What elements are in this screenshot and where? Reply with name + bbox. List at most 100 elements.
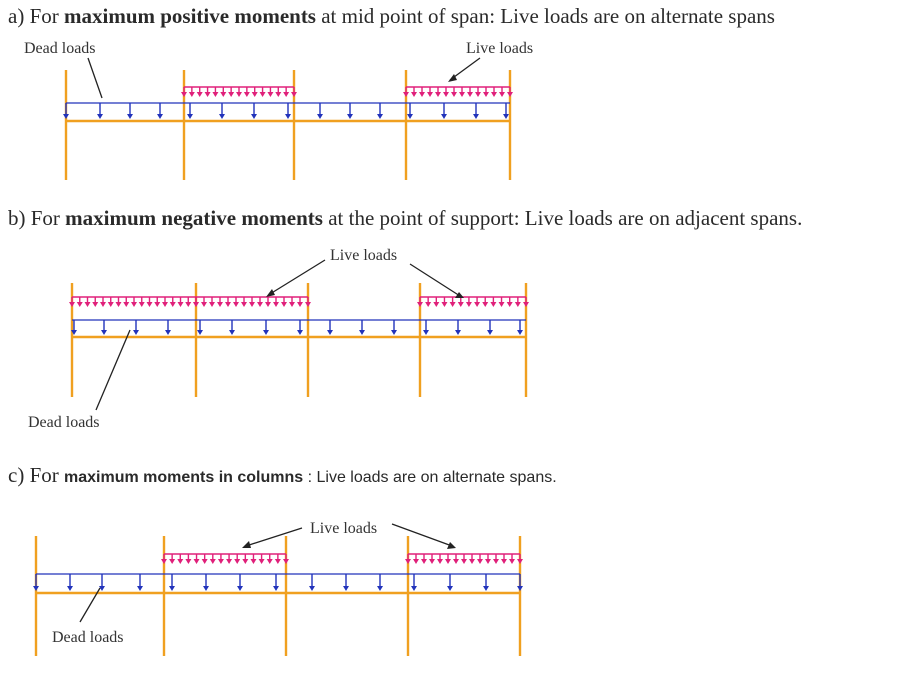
dead-load-arrow-b-2-head	[101, 330, 107, 335]
live-load-arrow-a-span-2-8-head	[236, 92, 242, 97]
live-load-arrow-b-span-2-11-head	[273, 302, 279, 307]
heading-c: c) For maximum moments in columns : Live…	[8, 463, 557, 488]
dead-load-arrow-b-1-head	[71, 330, 77, 335]
live-load-arrow-c-span-4-10-head	[477, 559, 483, 564]
heading-c-bold: maximum moments in columns	[64, 469, 304, 486]
dead-load-arrow-c-4-head	[137, 586, 143, 591]
live-load-arrow-c-span-2-10-head	[234, 559, 241, 564]
live-load-arrow-c-span-2-5-head	[193, 559, 200, 564]
live-load-arrow-b-span-2-13-head	[289, 302, 295, 307]
live-load-arrow-a-span-2-12-head	[267, 92, 274, 97]
dead-load-arrow-a-10-head	[347, 114, 353, 119]
live-load-arrow-b-span-4-7-head	[465, 302, 472, 307]
live-load-arrow-c-span-2-15-head	[274, 559, 281, 564]
live-load-arrow-a-span-4-10-head	[475, 92, 481, 97]
live-load-arrow-a-span-2-1-head	[181, 92, 187, 97]
live-load-arrow-c-span-2-12-head	[250, 559, 257, 564]
dead-load-arrow-c-6-head	[203, 586, 209, 591]
diagram-c: Live loads Dead loads	[33, 520, 523, 656]
live-load-arrow-b-span-4-4-head	[441, 302, 448, 307]
live-load-arrow-b-span-1-8-head	[123, 302, 130, 307]
live-loads-label-b: Live loads	[330, 247, 397, 264]
dead-load-arrow-c-9-head	[309, 586, 315, 591]
dead-load-arrow-a-4-head	[157, 114, 163, 119]
live-load-arrow-a-span-4-11-head	[483, 92, 489, 97]
live-load-arrow-b-span-4-12-head	[506, 302, 513, 307]
dead-load-arrow-b-10-head	[359, 330, 365, 335]
live-load-arrow-a-span-4-1-head	[403, 92, 409, 97]
live-load-arrow-b-span-2-4-head	[217, 302, 223, 307]
dead-load-arrow-b-12-head	[423, 330, 429, 335]
live-load-arrow-b-span-4-3-head	[433, 302, 440, 307]
live-load-arrow-c-span-2-11-head	[242, 559, 249, 564]
dead-load-arrow-b-8-head	[297, 330, 303, 335]
dead-load-arrow-a-7-head	[251, 114, 257, 119]
live-load-arrow-c-span-4-13-head	[501, 559, 507, 564]
live-load-arrow-c-span-4-3-head	[421, 559, 427, 564]
diagram-a: Dead loads Live loads	[24, 40, 533, 180]
live-load-arrow-b-span-1-7-head	[115, 302, 122, 307]
dead-load-arrow-a-15-head	[503, 114, 509, 119]
live-load-arrow-b-span-1-10-head	[138, 302, 145, 307]
live-loads-pointer-c2	[391, 523, 453, 547]
dead-load-arrow-a-11-head	[377, 114, 383, 119]
dead-loads-pointer-c	[79, 587, 101, 623]
dead-load-arrow-a-9-head	[317, 114, 323, 119]
frame-a	[63, 70, 513, 180]
live-load-arrow-c-span-4-6-head	[445, 559, 451, 564]
live-load-arrow-b-span-2-7-head	[241, 302, 247, 307]
live-load-arrow-b-span-4-5-head	[449, 302, 456, 307]
dead-load-arrow-c-8-head	[273, 586, 279, 591]
live-loads-pointer-b1	[269, 259, 326, 295]
live-load-arrow-b-span-4-10-head	[490, 302, 497, 307]
live-load-arrow-a-span-2-13-head	[275, 92, 282, 97]
heading-c-prefix: c) For	[8, 463, 64, 487]
live-load-arrow-b-span-1-2-head	[76, 302, 83, 307]
live-load-arrow-b-span-1-5-head	[100, 302, 106, 307]
dead-load-arrow-a-13-head	[441, 114, 447, 119]
frame-b	[69, 283, 529, 397]
dead-loads-label-c: Dead loads	[52, 629, 124, 646]
dead-load-arrow-c-1-head	[33, 586, 39, 591]
live-load-arrow-c-span-2-7-head	[209, 559, 216, 564]
live-load-arrow-c-span-4-5-head	[437, 559, 443, 564]
dead-loads-pointer-b	[95, 329, 131, 411]
dead-loads-label-a: Dead loads	[24, 40, 96, 57]
live-load-arrow-a-span-2-5-head	[212, 92, 219, 97]
live-load-arrow-b-span-1-12-head	[154, 302, 161, 307]
live-load-arrow-a-span-2-4-head	[204, 92, 211, 97]
dead-load-arrow-a-3-head	[127, 114, 133, 119]
live-load-arrow-b-span-1-3-head	[84, 302, 91, 307]
live-load-arrow-c-span-2-8-head	[217, 559, 224, 564]
live-load-arrow-c-span-4-1-head	[405, 559, 411, 564]
heading-b-bold: maximum negative moments	[65, 206, 323, 230]
live-loads-pointer-c1	[245, 527, 303, 547]
heading-b: b) For maximum negative moments at the p…	[8, 206, 802, 231]
dead-load-arrow-a-8-head	[285, 114, 291, 119]
live-load-arrow-c-span-2-1-head	[161, 559, 167, 564]
diagram-b: Live loads Dead loads	[28, 247, 529, 431]
live-load-arrow-c-span-4-14-head	[509, 559, 515, 564]
live-load-arrow-b-span-2-6-head	[233, 302, 239, 307]
dead-load-arrow-b-4-head	[165, 330, 171, 335]
live-load-arrow-b-span-2-3-head	[209, 302, 215, 307]
live-load-arrow-b-span-2-9-head	[257, 302, 263, 307]
dead-load-arrow-b-14-head	[487, 330, 493, 335]
dead-load-arrow-c-7-head	[237, 586, 243, 591]
dead-load-arrow-b-3-head	[133, 330, 139, 335]
live-load-arrow-a-span-4-8-head	[459, 92, 465, 97]
live-load-arrow-b-span-2-14-head	[297, 302, 303, 307]
live-load-arrow-c-span-4-15-head	[517, 559, 523, 564]
live-loads-arrowhead-a	[448, 74, 457, 82]
dead-loads-pointer-a	[87, 57, 103, 99]
live-load-arrow-b-span-2-12-head	[281, 302, 287, 307]
live-loads-arrowhead-b2	[455, 292, 464, 298]
live-load-arrow-c-span-2-9-head	[226, 559, 233, 564]
dead-load-arrow-c-15-head	[517, 586, 523, 591]
live-load-arrow-b-span-4-8-head	[474, 302, 481, 307]
frame-c	[33, 536, 523, 656]
live-load-arrow-c-span-2-14-head	[266, 559, 273, 564]
live-load-arrow-a-span-4-12-head	[491, 92, 497, 97]
live-load-arrow-b-span-1-16-head	[185, 302, 192, 307]
live-loads-arrowhead-b1	[266, 289, 275, 297]
